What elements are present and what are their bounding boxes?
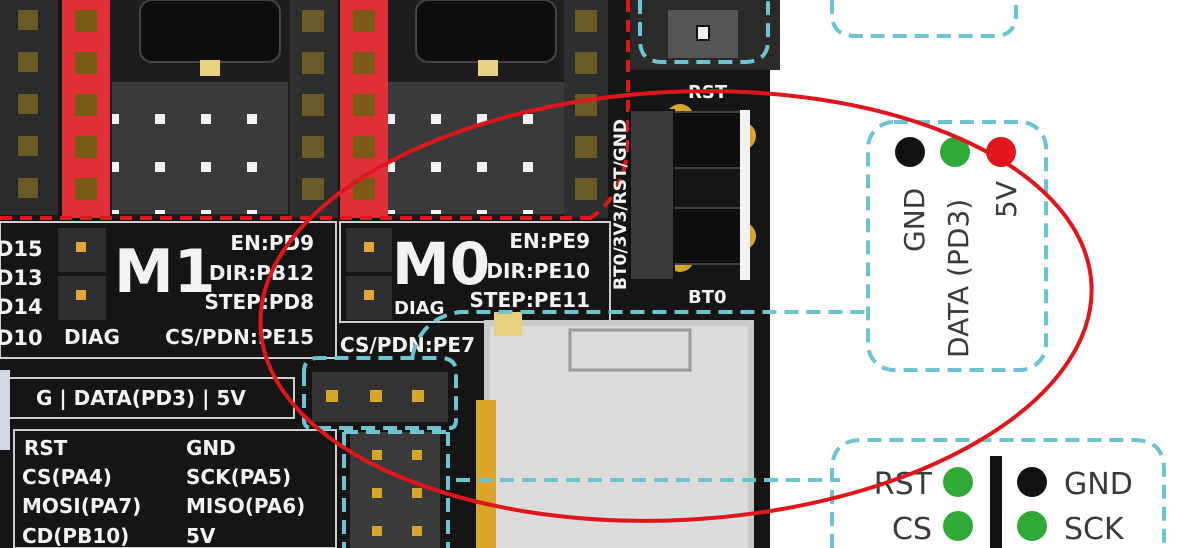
sensor-header: G | DATA(PD3) | 5V [0, 372, 448, 422]
spi-label: CS(PA4) [22, 465, 112, 489]
left-header-column [0, 0, 58, 215]
gnd-pin-dot [1017, 467, 1047, 497]
spi-label: MISO(PA6) [186, 494, 305, 518]
m1-red-header [62, 0, 110, 218]
sck-legend-label: SCK [1064, 512, 1125, 547]
m0-en-label: EN:PE9 [509, 229, 590, 253]
gnd-legend-label: GND [898, 188, 931, 252]
m0-diag-jumper [346, 228, 392, 320]
left-label: D15 [0, 237, 43, 261]
red-dashed-outline [0, 0, 630, 220]
power-connector [630, 0, 780, 70]
bottom-legend: RST GND CS SCK [830, 438, 1166, 548]
callout-lines [302, 310, 870, 548]
cs-pin-dot [943, 511, 973, 541]
m1-cs-label: CS/PDN:PE15 [165, 325, 314, 349]
m0-step-label: STEP:PE11 [469, 288, 590, 312]
left-pin-labels: D15 D13 D14 D10 [0, 237, 43, 350]
5v-legend-label: 5V [990, 181, 1023, 218]
left-label: D13 [0, 266, 43, 290]
m1-en-label: EN:PD9 [230, 231, 314, 255]
spi-pin-labels: RST GND CS(PA4) SCK(PA5) MOSI(PA7) MISO(… [13, 429, 337, 548]
power-dashed-box [638, 0, 770, 64]
m0-red-header [340, 0, 388, 218]
bt0-label: BT0 [688, 287, 727, 308]
highlight-ellipse [258, 89, 1094, 523]
left-label: D14 [0, 295, 43, 319]
sd-card-slot [476, 312, 754, 548]
gnd-legend-label: GND [1064, 467, 1133, 502]
spi-label: CD(PB10) [22, 524, 129, 548]
data-pin-dot [940, 137, 970, 167]
m1-driver-socket [110, 0, 290, 218]
spi-label: MOSI(PA7) [22, 494, 141, 518]
m1-title: M1 [114, 237, 215, 307]
m0-diag-label: DIAG [394, 298, 444, 319]
top-legend: GND DATA (PD3) 5V [830, 0, 1048, 372]
5v-pin-dot [986, 137, 1016, 167]
spi-label: 5V [186, 524, 216, 548]
bt0-3v3-rst-gnd-label: BT0/3V3/RST/GND [611, 119, 631, 290]
spi-label: RST [24, 436, 68, 460]
m1-diag-label: DIAG [64, 325, 120, 349]
m1-dir-label: DIR:PB12 [209, 261, 314, 285]
m0-title: M0 [392, 230, 490, 298]
spi-connector [350, 432, 440, 548]
spi-label: SCK(PA5) [186, 465, 291, 489]
cs-legend-label: CS [892, 512, 932, 547]
gnd-pin-dot [895, 137, 925, 167]
m1-diag-jumper [58, 228, 106, 320]
sck-pin-dot [1017, 511, 1047, 541]
m0-cs-label: CS/PDN:PE7 [340, 333, 475, 357]
header-label: G | DATA(PD3) | 5V [36, 386, 246, 410]
m0-dir-label: DIR:PE10 [486, 259, 590, 283]
rst-pin-dot [943, 467, 973, 497]
left-label: D10 [0, 326, 43, 350]
spi-label: GND [186, 436, 236, 460]
m0-labels: M0 EN:PE9 DIR:PE10 STEP:PE11 DIAG CS/PDN… [340, 229, 590, 357]
m1-labels: M1 EN:PD9 DIR:PB12 STEP:PD8 DIAG CS/PDN:… [64, 231, 314, 349]
data-legend-label: DATA (PD3) [942, 199, 975, 358]
